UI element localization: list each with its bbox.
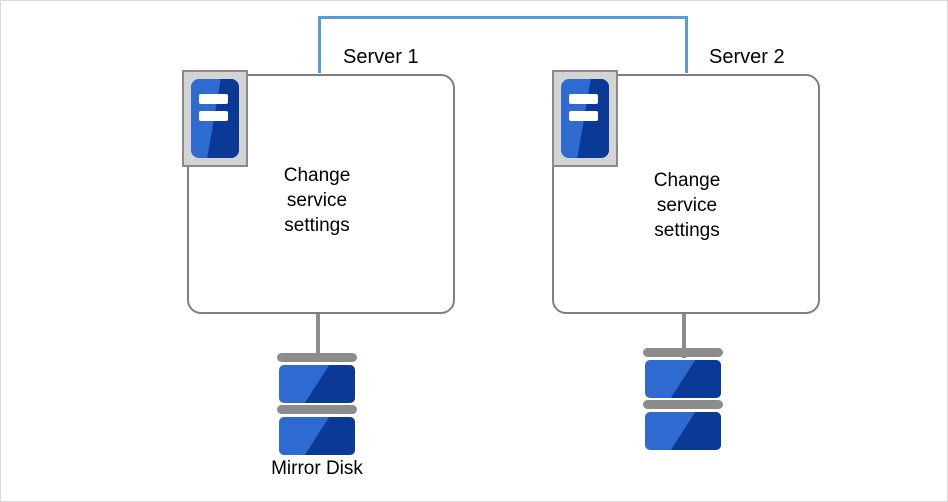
server2-body-text: Change service settings <box>653 170 721 241</box>
server1-machine-icon <box>182 70 248 167</box>
disk-platter-bottom <box>279 417 355 455</box>
interconnect-line-right-leg <box>685 16 688 73</box>
server2-mirror-disk-icon <box>643 348 723 451</box>
server-slot-bottom <box>568 110 599 121</box>
server1-body-text: Change service settings <box>283 165 351 236</box>
disk-platter-shading <box>670 412 721 450</box>
disk-bar-top <box>643 348 723 357</box>
disk-platter-shading <box>304 365 355 403</box>
mirror-disk-caption: Mirror Disk <box>271 458 363 479</box>
server-chassis <box>191 79 239 158</box>
server1-label: Server 1 <box>343 46 419 68</box>
server1-disk-connector <box>316 314 320 358</box>
server2-box <box>552 74 820 314</box>
server2-machine-icon <box>552 70 618 167</box>
disk-bar-top <box>277 353 357 362</box>
disk-bar-middle <box>643 400 723 409</box>
server-chassis <box>561 79 609 158</box>
disk-bar-middle <box>277 405 357 414</box>
interconnect-line-horizontal <box>318 16 688 19</box>
disk-platter-shading <box>670 360 721 398</box>
disk-platter-top <box>645 360 721 398</box>
disk-platter-shading <box>304 417 355 455</box>
server-slot-top <box>198 94 229 105</box>
server2-label: Server 2 <box>709 46 785 68</box>
server-slot-top <box>568 94 599 105</box>
server2-disk-connector <box>682 314 686 358</box>
server1-mirror-disk-icon <box>277 353 357 456</box>
disk-platter-top <box>279 365 355 403</box>
server-slot-bottom <box>198 110 229 121</box>
disk-platter-bottom <box>645 412 721 450</box>
interconnect-line-left-leg <box>318 16 321 73</box>
